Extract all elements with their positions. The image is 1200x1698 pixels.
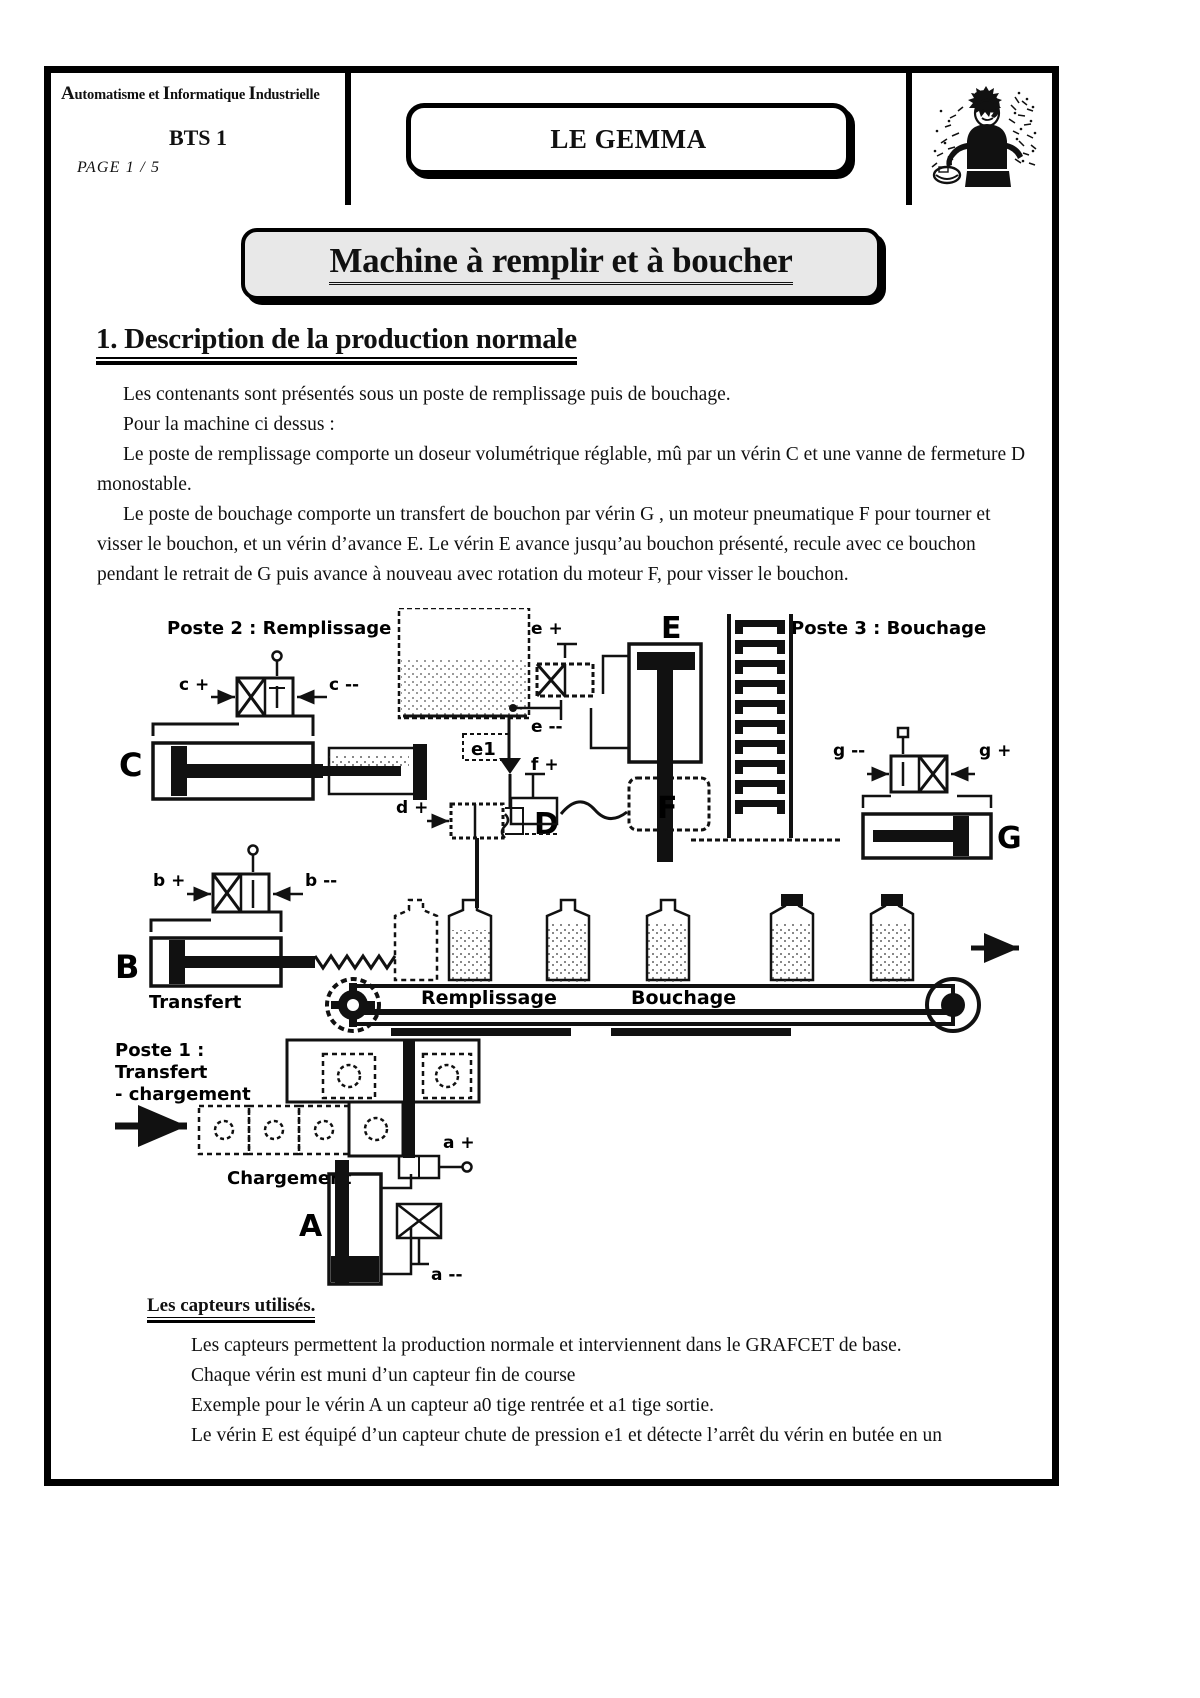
motor-f: F f + xyxy=(509,755,711,835)
chargement-label: Chargement xyxy=(227,1168,352,1189)
paragraph-3: Le poste de remplissage comporte un dose… xyxy=(97,444,1026,495)
cylinder-e: E xyxy=(589,611,703,862)
capteurs-heading: Les capteurs utilisés. xyxy=(147,1295,316,1323)
capteurs-line-2: Chaque vérin est muni d’un capteur fin d… xyxy=(191,1365,576,1386)
cylinder-g-letter: G xyxy=(997,821,1022,856)
page-frame: Automatisme et Informatique Industrielle… xyxy=(44,66,1059,1486)
poste1-label-line3: - chargement xyxy=(115,1084,251,1105)
header-left-cell: Automatisme et Informatique Industrielle… xyxy=(51,73,351,205)
dept-word-3: ndustrielle xyxy=(255,87,320,103)
machine-schematic: Poste 2 : Remplissage Poste 3 : Bouchage… xyxy=(91,608,1031,1288)
valve-d-plus-label: d + xyxy=(396,798,428,818)
capteurs-heading-text: Les capteurs utilisés. xyxy=(147,1295,316,1318)
valve-e-plus-label: e + xyxy=(531,619,563,639)
header-logo-cell xyxy=(912,73,1052,205)
department-line: Automatisme et Informatique Industrielle xyxy=(61,83,337,105)
sensor-e1: e1 xyxy=(462,733,510,761)
valve-d: d + D xyxy=(396,798,559,908)
capteurs-line-4: Le vérin E est équipé d’un capteur chute… xyxy=(191,1425,942,1446)
poste1-group: Poste 1 : Transfert - chargement xyxy=(115,1038,481,1286)
valve-a-minus-label: a -- xyxy=(431,1265,463,1285)
bouchage-label: Bouchage xyxy=(631,987,736,1009)
valve-a-plus-label: a + xyxy=(443,1133,475,1153)
cylinder-g: G xyxy=(861,794,1022,860)
valve-b-minus-label: b -- xyxy=(305,871,337,891)
valve-c-minus-label: c -- xyxy=(329,675,359,695)
section-heading-rule xyxy=(96,361,577,365)
page-title: Machine à remplir et à boucher xyxy=(329,242,793,285)
valve-f-plus-label: f + xyxy=(531,755,559,775)
valve-g-minus-label: g -- xyxy=(833,741,865,761)
valve-b-plus-label: b + xyxy=(153,871,185,891)
capteurs-heading-rule xyxy=(147,1320,316,1323)
valve-e: e + e -- e1 xyxy=(462,619,595,761)
bottle-capped-1 xyxy=(769,894,815,984)
valve-e-minus-label: e -- xyxy=(531,717,563,737)
conveyor: Remplissage Bouchage xyxy=(325,933,1019,1036)
poste3-label: Poste 3 : Bouchage xyxy=(791,618,986,639)
section-heading-text: 1. Description de la production normale xyxy=(96,323,577,359)
paragraph-1: Les contenants sont présentés sous un po… xyxy=(123,384,731,405)
gemma-title-box: LE GEMMA xyxy=(406,103,851,175)
bottle-empty xyxy=(393,898,439,982)
valve-g-plus-label: g + xyxy=(979,741,1011,761)
remplissage-label: Remplissage xyxy=(421,987,557,1009)
page-number: PAGE 1 / 5 xyxy=(77,159,161,176)
cap-magazine xyxy=(691,614,843,842)
dept-word-1: utomatisme et xyxy=(74,87,163,103)
motor-f-letter: F xyxy=(657,791,678,826)
document-title-box: Machine à remplir et à boucher xyxy=(241,228,881,300)
cylinder-a: A xyxy=(299,1160,413,1286)
bottle-filled-2 xyxy=(645,898,691,984)
poste2-label: Poste 2 : Remplissage xyxy=(167,618,391,639)
capteurs-line-1: Les capteurs permettent la production no… xyxy=(191,1335,902,1356)
paragraph-2: Pour la machine ci dessus : xyxy=(123,414,335,435)
cylinder-e-letter: E xyxy=(661,611,682,646)
cylinder-a-letter: A xyxy=(299,1209,323,1244)
bottle-filling xyxy=(447,898,493,984)
course-label: BTS 1 xyxy=(168,125,228,150)
dept-initial-i1: I xyxy=(162,83,170,104)
capteurs-paragraphs: Les capteurs permettent la production no… xyxy=(191,1331,1051,1451)
poste1-label-line1: Poste 1 : xyxy=(115,1040,204,1061)
valve-b: b + b -- xyxy=(153,844,337,914)
valve-c: c + c -- xyxy=(179,650,359,718)
cylinder-c: C xyxy=(119,714,427,801)
cylinder-b-letter: B xyxy=(115,948,139,986)
dept-initial-a: A xyxy=(61,83,75,104)
header-center-cell: LE GEMMA xyxy=(351,73,912,205)
machine-schematic-svg: Poste 2 : Remplissage Poste 3 : Bouchage… xyxy=(115,608,1022,1286)
engineer-illustration-icon xyxy=(931,86,1037,187)
capteurs-line-3: Exemple pour le vérin A un capteur a0 ti… xyxy=(191,1395,715,1416)
crate-row-lower xyxy=(197,1040,415,1158)
crate-row-upper xyxy=(285,1038,481,1104)
dept-word-2: nformatique xyxy=(169,87,249,103)
intro-paragraphs: Les contenants sont présentés sous un po… xyxy=(97,380,1027,590)
paragraph-4: Le poste de bouchage comporte un transfe… xyxy=(97,504,991,585)
dept-initial-i2: I xyxy=(248,83,256,104)
valve-c-plus-label: c + xyxy=(179,675,209,695)
doseur-tank xyxy=(397,608,531,808)
bottle-filled-1 xyxy=(545,898,591,984)
sensor-e1-label: e1 xyxy=(471,739,496,760)
valve-g: g -- g + xyxy=(833,726,1011,794)
section-heading: 1. Description de la production normale xyxy=(96,323,577,365)
valve-a: a + a -- xyxy=(395,1133,475,1285)
document-header: Automatisme et Informatique Industrielle… xyxy=(51,73,1052,205)
poste1-label-line2: Transfert xyxy=(115,1062,208,1083)
bottle-capped-2 xyxy=(869,894,915,984)
transfert-label: Transfert xyxy=(149,992,242,1013)
gemma-title-text: LE GEMMA xyxy=(550,123,707,154)
cylinder-c-letter: C xyxy=(119,746,142,784)
bottle-row xyxy=(393,894,915,984)
document-title-container: Machine à remplir et à boucher xyxy=(241,228,881,300)
